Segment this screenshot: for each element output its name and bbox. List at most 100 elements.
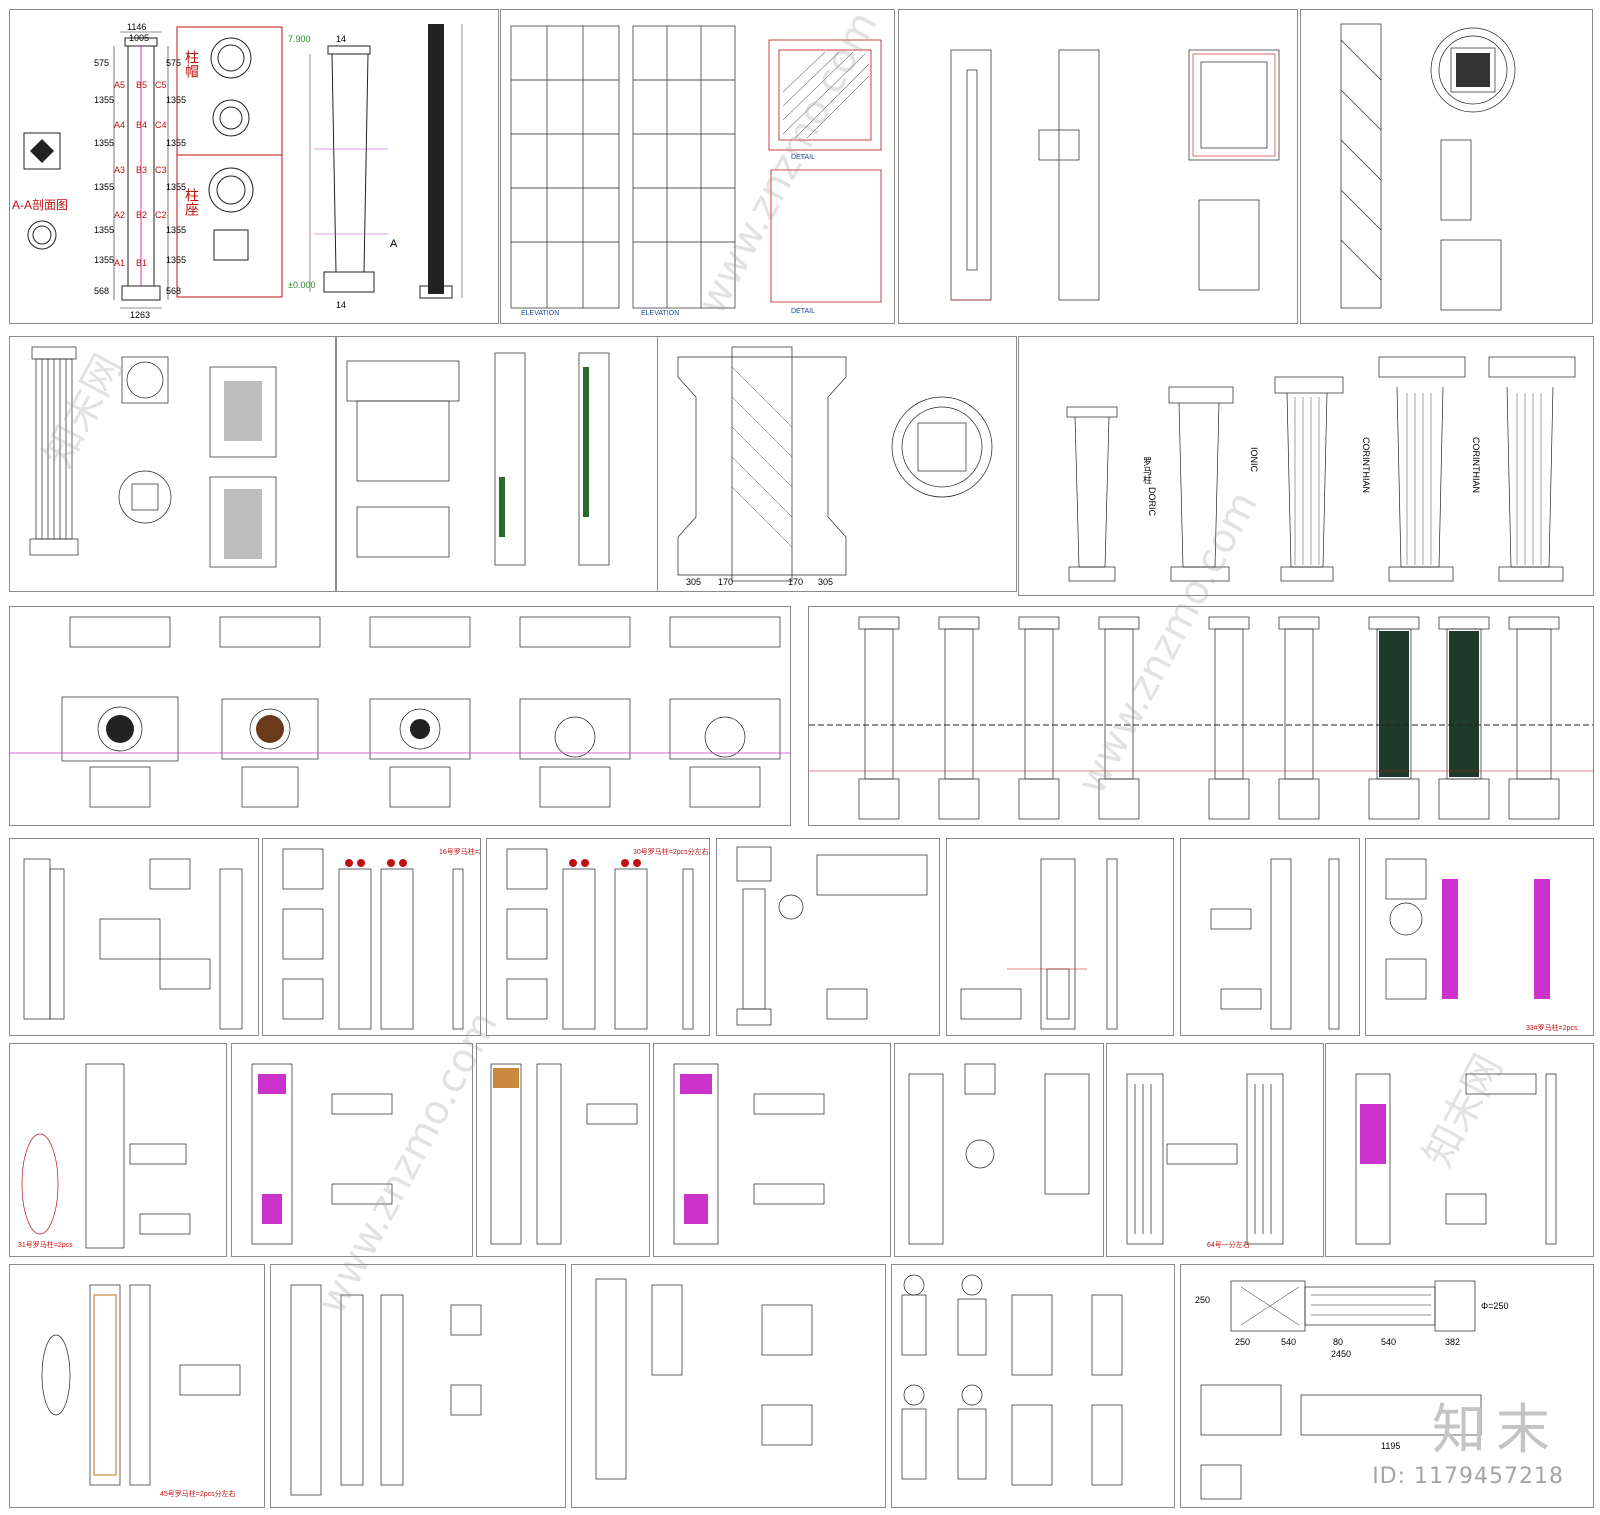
section-mark-a: A <box>390 238 398 250</box>
mark-14-bottom: 14 <box>336 300 347 310</box>
classical-orders-drawing <box>1066 356 1576 582</box>
drawing-sheet-column-detail-g <box>653 1043 891 1257</box>
dim-left-6: 1355 <box>94 255 115 265</box>
drawing-sheet-column-detail-f <box>476 1043 650 1257</box>
top-dimension: 1146 <box>127 22 147 32</box>
order-label-corinthian-2: CORINTHIAN <box>1471 437 1481 493</box>
column-elevation-drawing <box>23 24 463 309</box>
hc-dim-1: 250 <box>1235 1337 1251 1347</box>
segment-a1: A1 <box>114 258 126 268</box>
drawing-sheet-column-detail-c <box>946 838 1174 1036</box>
dim-left-4: 1355 <box>94 182 115 192</box>
column-detail-g-drawing <box>673 1063 825 1245</box>
dim-left-2: 1355 <box>94 95 115 105</box>
hc-sub: 1195 <box>1381 1441 1401 1451</box>
drawing-sheet-column-core-detail <box>1300 9 1593 324</box>
segment-c5: C5 <box>155 80 167 90</box>
hc-total: 2450 <box>1331 1349 1352 1359</box>
drawing-sheet-column-detail-k <box>571 1264 886 1508</box>
drawing-sheet-horizontal-column: 250 250 540 80 540 382 2450 1195 Φ=250 <box>1180 1264 1594 1508</box>
elevation-details-drawing <box>510 25 882 309</box>
elevation-label-2: ELEVATION <box>641 310 680 317</box>
column-detail-h-drawing <box>908 1063 1090 1245</box>
drawing-sheet-fluted-column <box>9 336 336 592</box>
column-detail-e-drawing <box>251 1063 393 1245</box>
segment-c2: C2 <box>155 210 167 220</box>
segment-a4: A4 <box>114 120 126 130</box>
drawing-sheet-wall-sections <box>898 9 1298 324</box>
column-detail-c-drawing <box>960 858 1118 1030</box>
base-label: 柱座 <box>184 188 200 216</box>
drawing-sheet-column-30: 30号罗马柱=2pcs分左右 <box>486 838 710 1036</box>
hc-dim-top: 250 <box>1195 1295 1211 1305</box>
drawing-sheet-column-33: 33#罗马柱=2pcs <box>1365 838 1594 1036</box>
drawing-sheet-classical-orders: 罗马柱 DORIC IONIC CORINTHIAN CORINTHIAN <box>1018 336 1594 596</box>
drawing-sheet-column-detail-e <box>231 1043 473 1257</box>
column-31-drawing <box>21 1063 191 1249</box>
dim-left-5: 1355 <box>94 225 115 235</box>
drawing-sheet-cornice-sections <box>336 336 658 592</box>
segment-a5: A5 <box>114 80 126 90</box>
hc-dim-3: 80 <box>1333 1337 1344 1347</box>
segment-b5: B5 <box>136 80 148 90</box>
order-label-corinthian-1: CORINTHIAN <box>1361 437 1371 493</box>
hc-dim-2: 540 <box>1281 1337 1297 1347</box>
column-64-title: 64号一分左右 <box>1207 1242 1250 1249</box>
core-dim-1: 305 <box>686 577 702 587</box>
dim-right-4: 1355 <box>166 182 187 192</box>
drawing-sheet-column-elevation: 1146 1005 A5 A4 A3 A2 A1 B5 B4 B3 B2 B1 … <box>9 9 499 324</box>
dim-right-5: 1355 <box>166 225 187 235</box>
sub-dimension: 1005 <box>129 33 150 43</box>
hc-side: Φ=250 <box>1481 1301 1509 1311</box>
drawing-sheet-column-detail-a <box>9 838 259 1036</box>
dim-right-2: 1355 <box>166 95 187 105</box>
column-30-title: 30号罗马柱=2pcs分左右 <box>633 849 709 856</box>
order-label-doric: DORIC <box>1147 487 1157 516</box>
segment-a2: A2 <box>114 210 126 220</box>
section-label: A-A剖面图 <box>12 198 69 212</box>
drawing-sheet-column-series <box>808 606 1594 826</box>
horizontal-column-drawing <box>1200 1280 1482 1500</box>
segment-b4: B4 <box>136 120 148 130</box>
drawing-sheet-column-detail-i <box>1325 1043 1594 1257</box>
cornice-sections-drawing <box>346 352 610 566</box>
fluted-column-drawing <box>29 346 277 568</box>
pedestals-drawing <box>901 1274 1123 1486</box>
dim-right-7: 568 <box>166 286 182 296</box>
drawing-sheet-column-16: 16号罗马柱=2pcs <box>262 838 481 1036</box>
elevation-label-1: ELEVATION <box>521 310 560 317</box>
core-dim-3: 170 <box>788 577 804 587</box>
column-detail-i-drawing <box>1355 1073 1557 1245</box>
column-31-title: 31号罗马柱=2pcs <box>18 1242 73 1249</box>
segment-a3: A3 <box>114 165 126 175</box>
drawing-sheet-entablature-details <box>9 606 791 826</box>
dim-right-3: 1355 <box>166 138 187 148</box>
hc-dim-5: 382 <box>1445 1337 1461 1347</box>
core-dim-4: 305 <box>818 577 834 587</box>
segment-c4: C4 <box>155 120 167 130</box>
segment-c3: C3 <box>155 165 167 175</box>
drawing-sheet-pedestals <box>891 1264 1175 1508</box>
drawing-sheet-column-detail-b <box>716 838 940 1036</box>
order-label-ionic: IONIC <box>1249 447 1259 473</box>
segment-b1: B1 <box>136 258 148 268</box>
drawing-sheet-column-31: 31号罗马柱=2pcs <box>9 1043 227 1257</box>
column-detail-k-drawing <box>595 1278 813 1480</box>
bottom-dimension: 1263 <box>130 310 151 320</box>
order-label-roman: 罗马柱 <box>1142 457 1152 484</box>
drawing-sheet-column-45: 45号罗马柱=2pcs分左右 <box>9 1264 265 1508</box>
drawing-sheet-column-64: 64号一分左右 <box>1106 1043 1324 1257</box>
drawing-sheet-column-detail-h <box>894 1043 1104 1257</box>
column-core-section-drawing <box>677 346 993 582</box>
entablature-details-drawing <box>10 616 790 808</box>
column-detail-b-drawing <box>736 846 928 1026</box>
mark-14-top: 14 <box>336 34 347 44</box>
dim-right-6: 1355 <box>166 255 187 265</box>
column-core-drawing <box>1340 23 1516 311</box>
wall-sections-drawing <box>950 49 1280 301</box>
dim-right-1: 575 <box>166 58 182 68</box>
detail-label-1: DETAIL <box>791 154 815 161</box>
column-detail-j-drawing <box>290 1284 482 1496</box>
dim-left-7: 568 <box>94 286 110 296</box>
hc-dim-4: 540 <box>1381 1337 1397 1347</box>
